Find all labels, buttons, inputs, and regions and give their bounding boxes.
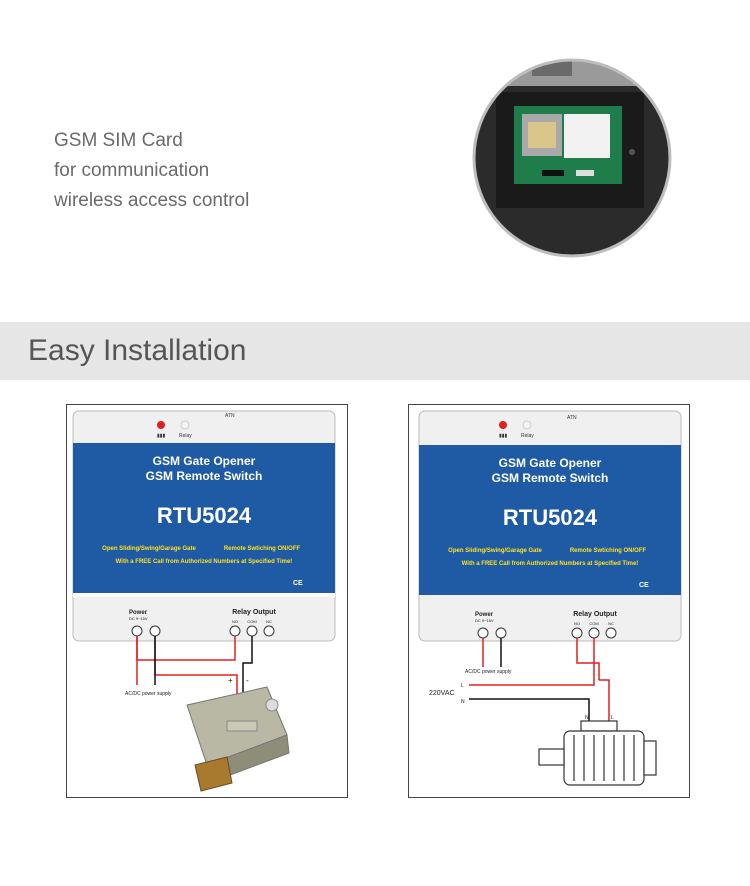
title-line-1: GSM Gate Opener	[153, 454, 256, 468]
sim-card-photo	[472, 58, 672, 258]
motor-n-label: N	[585, 715, 589, 721]
atn-label: ATN	[225, 413, 235, 419]
model-name: RTU5024	[157, 503, 252, 528]
section-title: Easy Installation	[28, 334, 247, 367]
no-label: NO	[574, 621, 580, 626]
intro-line-3: wireless access control	[54, 190, 250, 211]
com-label: COM	[589, 621, 598, 626]
no-label: NO	[232, 619, 238, 624]
relay-output-label: Relay Output	[573, 611, 617, 618]
signal-icon: ▮▮▮	[499, 433, 508, 439]
l-label: L	[461, 683, 464, 689]
signal-icon: ▮▮▮	[157, 433, 166, 439]
minus-label: -	[246, 676, 249, 685]
atn-label: ATN	[567, 415, 577, 421]
signal-led-icon	[499, 421, 507, 429]
feature-2: Remote Swtiching ON/OFF	[224, 546, 301, 552]
section-band	[0, 322, 750, 380]
motor-icon: N L	[538, 715, 657, 786]
mains-label: 220VAC	[429, 690, 455, 697]
relay-led-icon	[522, 420, 532, 430]
wiring-diagram-lock: ▮▮▮ Relay ATN GSM Gate Opener GSM Remote…	[66, 404, 348, 798]
power-spec: DC 9~15V	[129, 616, 148, 621]
nc-label: NC	[608, 621, 614, 626]
power-label: Power	[129, 610, 148, 616]
intro-text: GSM SIM Card for communication wireless …	[54, 126, 249, 216]
tagline: With a FREE Call from Authorized Numbers…	[462, 561, 639, 567]
feature-2: Remote Swtiching ON/OFF	[570, 548, 647, 554]
power-spec: DC 9~15V	[475, 618, 494, 623]
title-line-1: GSM Gate Opener	[499, 456, 602, 470]
title-line-2: GSM Remote Switch	[146, 469, 263, 483]
relay-led-label: Relay	[179, 433, 192, 439]
supply-label: AC/DC power supply	[125, 691, 172, 697]
ce-mark: CE	[639, 582, 649, 589]
ce-mark: CE	[293, 580, 303, 587]
door-lock-icon	[186, 686, 290, 792]
wires	[136, 636, 253, 695]
motor-l-label: L	[611, 715, 614, 721]
com-label: COM	[247, 619, 256, 624]
power-terminals: Power DC 9~15V	[129, 610, 161, 637]
wiring-diagram-lock-svg: ▮▮▮ Relay ATN GSM Gate Opener GSM Remote…	[72, 410, 336, 792]
relay-terminals: Relay Output NO COM NC	[571, 611, 617, 639]
tagline: With a FREE Call from Authorized Numbers…	[116, 559, 293, 565]
wiring-diagram-motor: ▮▮▮ Relay ATN GSM Gate Opener GSM Remote…	[408, 404, 690, 798]
model-name: RTU5024	[503, 505, 598, 530]
plus-label: +	[228, 676, 233, 685]
power-label: Power	[475, 612, 494, 618]
title-line-2: GSM Remote Switch	[492, 471, 609, 485]
relay-output-label: Relay Output	[232, 609, 276, 616]
signal-led-icon	[157, 421, 165, 429]
relay-terminals: Relay Output NO COM NC	[229, 609, 276, 637]
relay-led-icon	[180, 420, 190, 430]
feature-1: Open Sliding/Swing/Garage Gate	[448, 548, 542, 554]
supply-label: AC/DC power supply	[465, 669, 512, 675]
feature-1: Open Sliding/Swing/Garage Gate	[102, 546, 196, 552]
relay-led-label: Relay	[521, 433, 534, 439]
intro-line-2: for communication	[54, 160, 210, 181]
n-label: N	[461, 699, 465, 705]
nc-label: NC	[266, 619, 272, 624]
intro-line-1: GSM SIM Card	[54, 130, 183, 151]
wiring-diagram-motor-svg: ▮▮▮ Relay ATN GSM Gate Opener GSM Remote…	[418, 410, 682, 786]
wires	[469, 638, 610, 723]
